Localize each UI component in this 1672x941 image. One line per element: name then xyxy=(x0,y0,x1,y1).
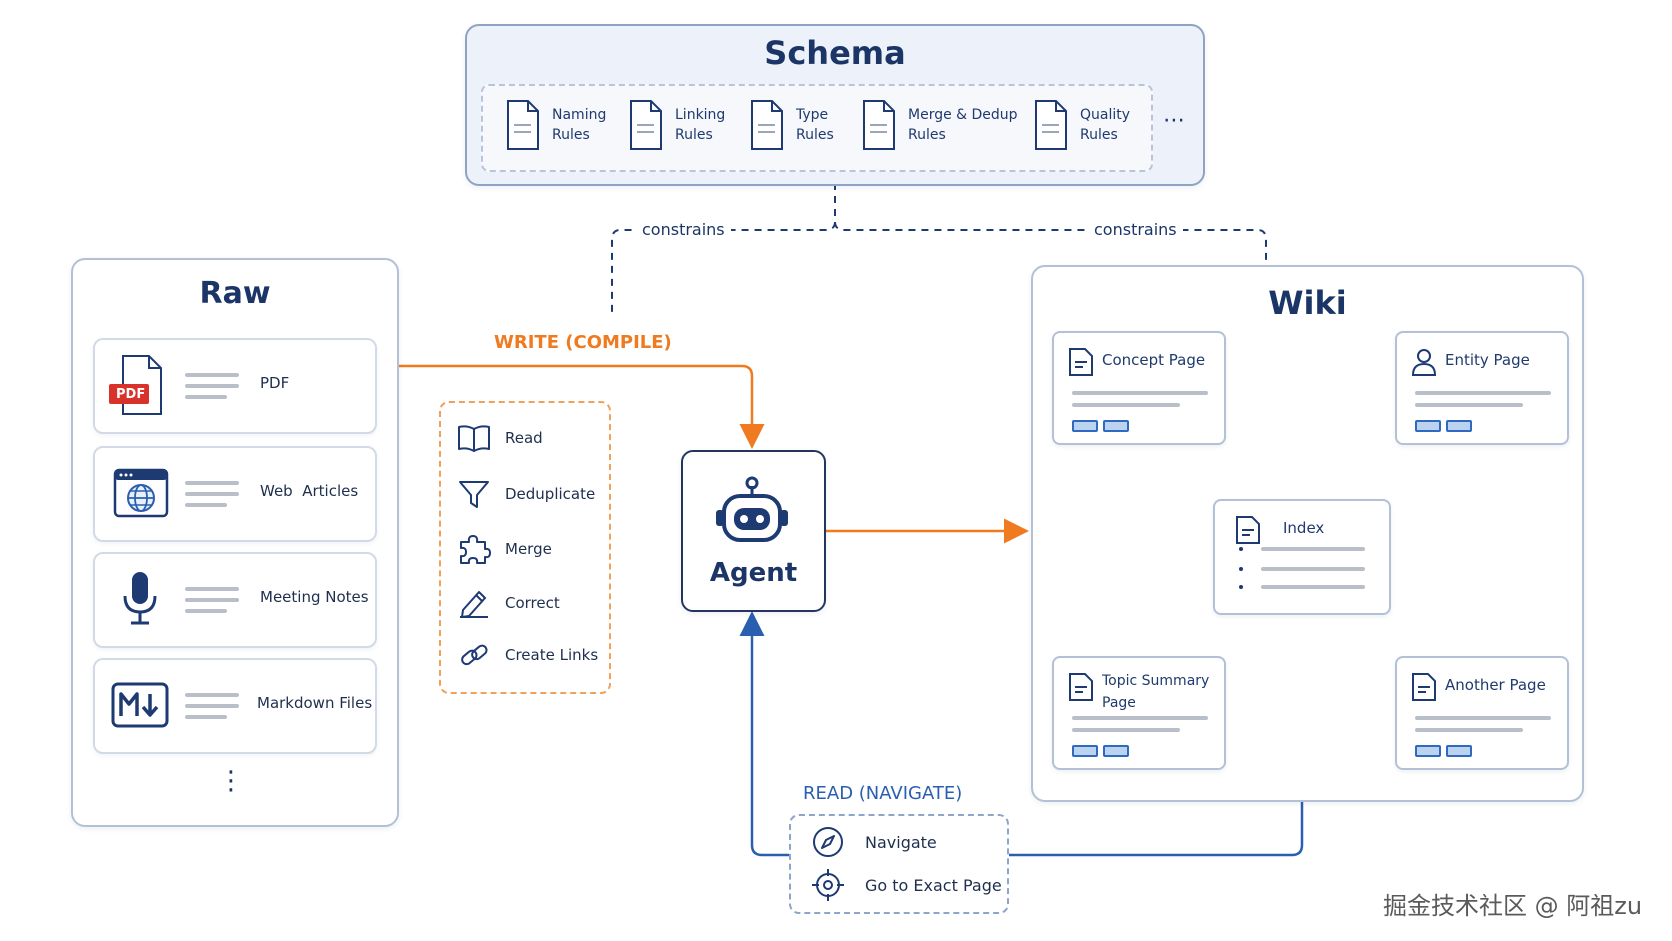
text-lines xyxy=(185,481,239,514)
document-icon xyxy=(630,100,662,150)
raw-item-meeting-notes[interactable]: Meeting Notes xyxy=(93,552,377,648)
raw-item-pdf[interactable]: PDF PDF xyxy=(93,338,377,434)
write-arrows xyxy=(396,364,1029,544)
page-icon xyxy=(1412,673,1436,701)
page-label: Another Page xyxy=(1445,676,1546,694)
page-label: Entity Page xyxy=(1445,351,1530,369)
raw-item-label: Web Articles xyxy=(260,482,359,500)
text-lines xyxy=(185,587,239,620)
rule-label: Type Rules xyxy=(796,107,834,143)
rule-type[interactable]: Type Rules xyxy=(750,95,834,155)
link-icon xyxy=(461,644,488,666)
op-create-links[interactable]: Create Links xyxy=(457,640,598,670)
robot-icon xyxy=(716,476,788,542)
rule-merge-dedup[interactable]: Merge & Dedup Rules xyxy=(862,95,1018,155)
nav-label: Go to Exact Page xyxy=(865,875,1002,895)
raw-title: Raw xyxy=(199,276,271,311)
op-correct[interactable]: Correct xyxy=(457,588,560,618)
op-merge[interactable]: Merge xyxy=(457,534,552,564)
compass-icon xyxy=(813,827,843,857)
browser-globe-icon xyxy=(113,468,169,518)
wiki-page-topic-summary[interactable]: Topic Summary Page xyxy=(1052,656,1226,770)
page-label: Topic Summary Page xyxy=(1102,673,1210,711)
document-icon xyxy=(751,100,783,150)
raw-item-web-articles[interactable]: Web Articles xyxy=(93,446,377,542)
raw-item-markdown-files[interactable]: Markdown Files xyxy=(93,658,377,754)
op-label: Merge xyxy=(505,540,552,558)
document-icon xyxy=(863,100,895,150)
pdf-badge: PDF xyxy=(116,387,146,402)
operations-panel xyxy=(439,401,611,694)
constrains-label-right: constrains xyxy=(1088,220,1183,239)
nav-navigate[interactable]: Navigate xyxy=(811,825,937,859)
wiki-title: Wiki xyxy=(1268,284,1347,322)
microphone-icon xyxy=(123,572,157,625)
rule-label: Quality Rules xyxy=(1080,107,1131,143)
nav-go-to-exact-page[interactable]: Go to Exact Page xyxy=(811,868,1002,902)
op-label: Create Links xyxy=(505,646,599,664)
rule-naming[interactable]: Naming Rules xyxy=(506,95,606,155)
user-icon xyxy=(1411,349,1437,376)
watermark: 掘金技术社区 @ 阿祖zu xyxy=(1383,892,1643,920)
markdown-icon xyxy=(111,682,169,728)
raw-item-label: Markdown Files xyxy=(257,694,373,712)
page-label: Index xyxy=(1283,519,1325,537)
target-icon xyxy=(812,869,844,901)
read-arrows xyxy=(739,611,1315,857)
text-lines xyxy=(185,693,239,726)
rule-label: Merge & Dedup Rules xyxy=(908,107,1018,143)
agent-label: Agent xyxy=(709,558,798,588)
raw-more[interactable]: ⋮ xyxy=(218,766,244,796)
schema-title: Schema xyxy=(764,34,906,72)
page-icon xyxy=(1069,673,1093,701)
op-label: Read xyxy=(505,429,543,447)
document-icon xyxy=(1035,100,1067,150)
rule-label: Naming Rules xyxy=(552,107,607,143)
wiki-page-index[interactable]: Index xyxy=(1213,499,1391,615)
op-label: Correct xyxy=(505,594,560,612)
op-label: Deduplicate xyxy=(505,485,596,503)
rule-quality[interactable]: Quality Rules xyxy=(1034,95,1130,155)
rule-linking[interactable]: Linking Rules xyxy=(629,95,725,155)
wiki-page-another[interactable]: Another Page xyxy=(1395,656,1569,770)
op-deduplicate[interactable]: Deduplicate xyxy=(457,479,595,509)
pencil-icon xyxy=(460,591,488,618)
nav-label: Navigate xyxy=(865,832,937,852)
read-navigate-label: READ (NAVIGATE) xyxy=(803,783,963,804)
page-icon xyxy=(1069,348,1093,376)
page-label: Concept Page xyxy=(1102,351,1206,369)
puzzle-icon xyxy=(460,535,491,564)
text-lines xyxy=(185,373,239,406)
page-icon xyxy=(1236,516,1260,544)
navigate-panel xyxy=(789,814,1009,914)
write-compile-label: WRITE (COMPILE) xyxy=(494,332,672,353)
raw-item-label: PDF xyxy=(260,374,290,392)
open-book-icon xyxy=(458,425,490,452)
schema-more[interactable]: ⋯ xyxy=(1163,108,1185,133)
op-read[interactable]: Read xyxy=(457,423,543,453)
constrains-label-left: constrains xyxy=(636,220,731,239)
rule-label: Linking Rules xyxy=(675,107,726,143)
wiki-page-entity[interactable]: Entity Page xyxy=(1395,331,1569,445)
funnel-icon xyxy=(459,481,489,508)
document-icon xyxy=(507,100,539,150)
pdf-file-icon xyxy=(109,355,162,415)
raw-item-label: Meeting Notes xyxy=(260,588,369,606)
wiki-page-concept[interactable]: Concept Page xyxy=(1052,331,1226,445)
